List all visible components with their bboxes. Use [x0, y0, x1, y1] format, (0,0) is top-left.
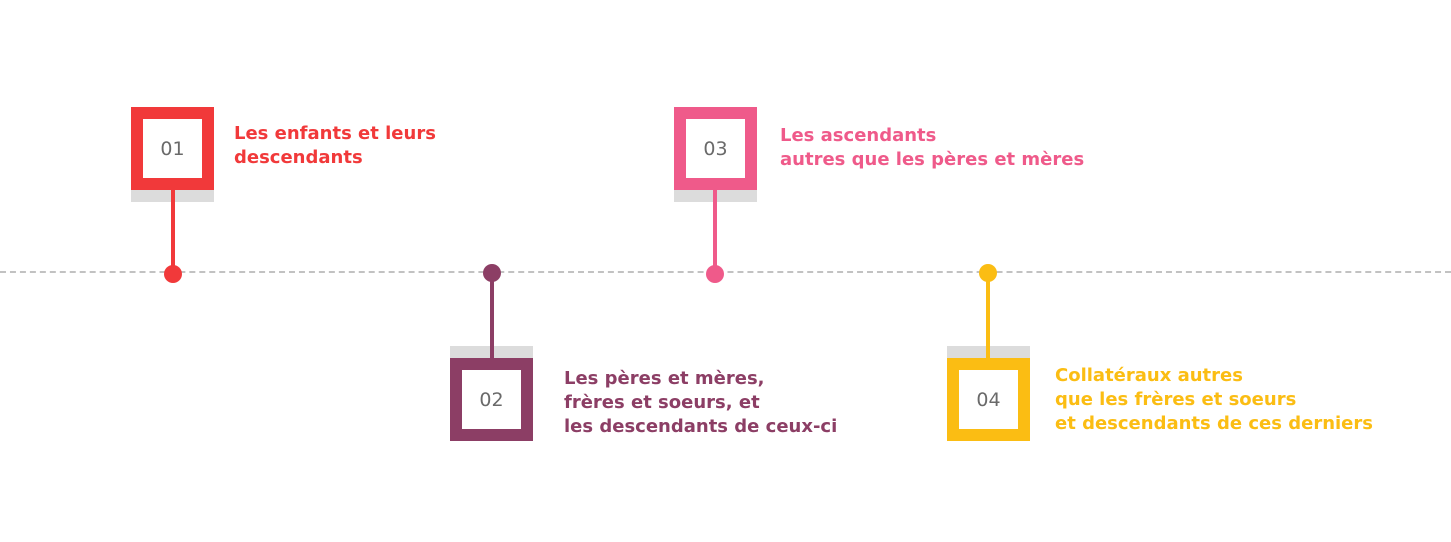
caption-line: Les ascendants	[780, 125, 937, 146]
caption-line: que les frères et soeurs	[1055, 389, 1297, 410]
caption-line: Les enfants et leurs	[234, 123, 436, 144]
step-caption: Collatéraux autres que les frères et soe…	[1055, 364, 1373, 436]
step-caption: Les ascendants autres que les pères et m…	[780, 124, 1084, 172]
step-number: 02	[479, 388, 504, 411]
number-box: 03	[674, 107, 757, 190]
step-number: 03	[703, 137, 728, 160]
number-box: 02	[450, 358, 533, 441]
timeline-dot	[483, 264, 501, 282]
connector-stem	[490, 273, 494, 361]
caption-line: et descendants de ces derniers	[1055, 413, 1373, 434]
number-box: 04	[947, 358, 1030, 441]
timeline-dot	[979, 264, 997, 282]
connector-stem	[986, 273, 990, 361]
timeline-axis	[0, 271, 1451, 273]
caption-line: Les pères et mères,	[564, 368, 765, 389]
timeline-dot	[164, 265, 182, 283]
caption-line: Collatéraux autres	[1055, 365, 1243, 386]
caption-line: autres que les pères et mères	[780, 149, 1085, 170]
caption-line: descendants	[234, 147, 363, 168]
connector-stem	[171, 188, 175, 274]
step-caption: Les pères et mères, frères et soeurs, et…	[564, 367, 837, 439]
step-caption: Les enfants et leurs descendants	[234, 122, 436, 170]
step-number: 04	[976, 388, 1001, 411]
caption-line: les descendants de ceux-ci	[564, 416, 838, 437]
timeline-dot	[706, 265, 724, 283]
caption-line: frères et soeurs, et	[564, 392, 760, 413]
connector-stem	[713, 188, 717, 274]
number-box: 01	[131, 107, 214, 190]
step-number: 01	[160, 137, 185, 160]
